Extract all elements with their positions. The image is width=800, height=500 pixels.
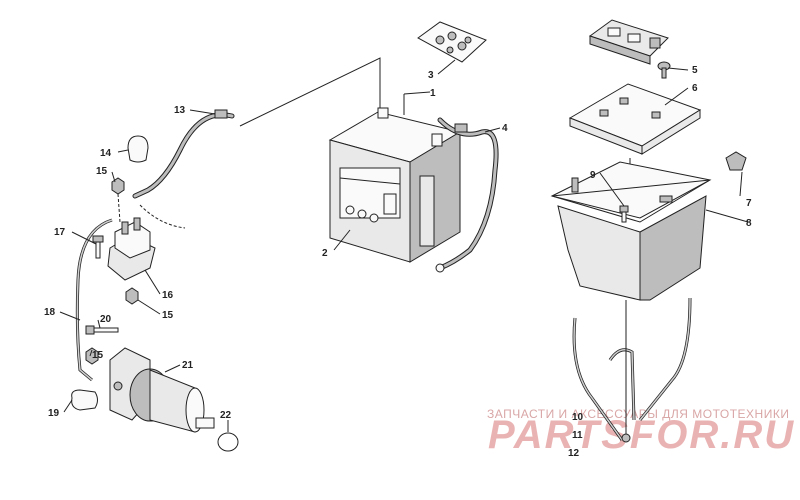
callout-6: 6 bbox=[692, 83, 698, 94]
callout-17: 17 bbox=[54, 227, 66, 238]
mounting-bolt bbox=[85, 325, 119, 335]
watermark-tagline: ЗАПЧАСТИ И АКСЕССУАРЫ ДЛЯ МОТОТЕХНИКИ bbox=[487, 407, 789, 421]
callout-2: 2 bbox=[322, 248, 328, 259]
callout-14: 14 bbox=[100, 148, 112, 159]
callout-1: 1 bbox=[430, 88, 436, 99]
push-rivet bbox=[657, 61, 671, 79]
callout-10: 10 bbox=[572, 412, 584, 423]
callout-3: 3 bbox=[428, 70, 434, 81]
watermark: ЗАПЧАСТИ И АКСЕССУАРЫ ДЛЯ МОТОТЕХНИКИ PA… bbox=[487, 407, 793, 457]
retaining-clip bbox=[725, 151, 747, 171]
callout-4: 4 bbox=[502, 123, 508, 134]
battery-cable-4 bbox=[435, 117, 499, 273]
terminal-hardware-kit bbox=[417, 21, 487, 63]
callout-labels: 1 2 3 4 5 6 7 8 9 10 11 12 13 14 15 15 1… bbox=[44, 65, 752, 459]
starter-motor bbox=[109, 347, 215, 433]
callout-8: 8 bbox=[746, 218, 752, 229]
callout-22: 22 bbox=[220, 410, 232, 421]
callout-13: 13 bbox=[174, 105, 186, 116]
callout-11: 11 bbox=[572, 430, 583, 441]
callout-18: 18 bbox=[44, 307, 56, 318]
fuse-box-module bbox=[588, 19, 669, 65]
callout-20: 20 bbox=[100, 314, 112, 325]
callout-19: 19 bbox=[48, 408, 60, 419]
battery-tray-lid bbox=[568, 83, 702, 205]
battery-cable-13 bbox=[132, 57, 381, 199]
o-ring bbox=[217, 432, 239, 452]
callout-15-low: 15 bbox=[92, 350, 104, 361]
callout-12: 12 bbox=[568, 448, 580, 459]
wire-harness bbox=[75, 218, 113, 382]
battery-box bbox=[550, 161, 712, 301]
callout-16: 16 bbox=[162, 290, 174, 301]
hold-down-strap bbox=[572, 297, 692, 443]
battery bbox=[328, 107, 462, 263]
callout-15-mid: 15 bbox=[162, 310, 174, 321]
callout-9: 9 bbox=[590, 170, 596, 181]
starter-relay bbox=[107, 217, 156, 281]
callout-7: 7 bbox=[746, 198, 752, 209]
terminal-boot bbox=[71, 389, 98, 411]
callout-5: 5 bbox=[692, 65, 698, 76]
relay-cap bbox=[127, 135, 149, 163]
callout-21: 21 bbox=[182, 360, 194, 371]
callout-15-top: 15 bbox=[96, 166, 108, 177]
leader-lines bbox=[59, 59, 749, 432]
